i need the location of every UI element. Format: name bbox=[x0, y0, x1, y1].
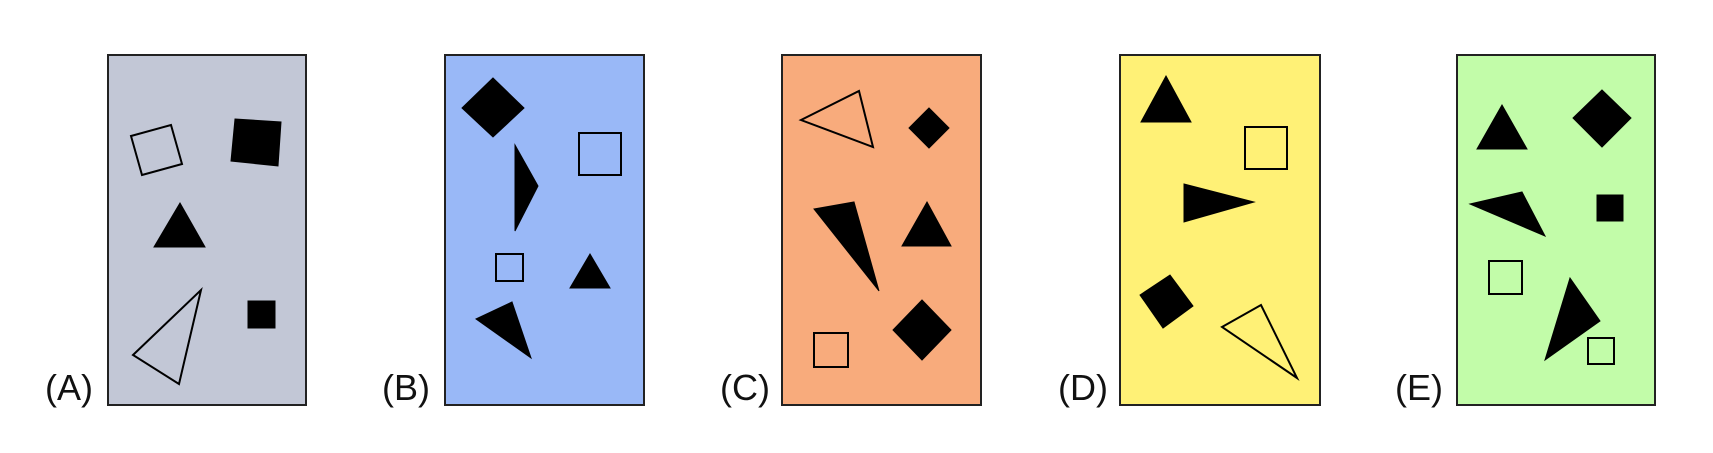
panel-c-label: (C) bbox=[720, 367, 770, 408]
solid-diamond bbox=[908, 107, 950, 149]
outline-square bbox=[1244, 126, 1288, 170]
outline-square bbox=[1587, 337, 1615, 365]
outline-square bbox=[1488, 260, 1523, 295]
solid-square bbox=[1596, 194, 1624, 222]
outline-square bbox=[813, 332, 849, 368]
outline-square bbox=[129, 123, 184, 177]
solid-square bbox=[1139, 274, 1194, 329]
solid-triangle bbox=[475, 301, 532, 360]
solid-square bbox=[230, 118, 282, 167]
panel-d-card bbox=[1119, 54, 1321, 406]
solid-square bbox=[247, 300, 276, 329]
panel-c-card bbox=[781, 54, 982, 406]
panel-a-background bbox=[107, 54, 307, 406]
panel-a-label: (A) bbox=[45, 367, 93, 408]
solid-triangle bbox=[1468, 191, 1547, 238]
solid-diamond bbox=[892, 299, 952, 361]
solid-triangle bbox=[813, 201, 880, 292]
solid-triangle bbox=[1140, 74, 1192, 123]
outline-square bbox=[578, 132, 622, 176]
solid-triangle bbox=[514, 143, 539, 232]
outline-square bbox=[495, 253, 524, 282]
solid-triangle bbox=[153, 202, 206, 248]
outline-triangle bbox=[131, 286, 203, 386]
solid-diamond bbox=[461, 77, 525, 138]
solid-triangle bbox=[901, 200, 952, 247]
outline-triangle bbox=[1220, 303, 1300, 381]
outline-triangle bbox=[798, 89, 875, 149]
panel-e-card bbox=[1456, 54, 1656, 406]
solid-triangle bbox=[1183, 183, 1256, 223]
panel-b-card bbox=[444, 54, 645, 406]
panel-e-label: (E) bbox=[1395, 367, 1443, 408]
solid-triangle bbox=[1544, 276, 1601, 362]
panel-a-card bbox=[107, 54, 307, 406]
panel-b-label: (B) bbox=[382, 367, 430, 408]
panel-c-background bbox=[781, 54, 982, 406]
solid-diamond bbox=[1572, 89, 1632, 148]
solid-triangle bbox=[569, 253, 611, 289]
panel-d-label: (D) bbox=[1058, 367, 1108, 408]
solid-triangle bbox=[1476, 103, 1528, 150]
